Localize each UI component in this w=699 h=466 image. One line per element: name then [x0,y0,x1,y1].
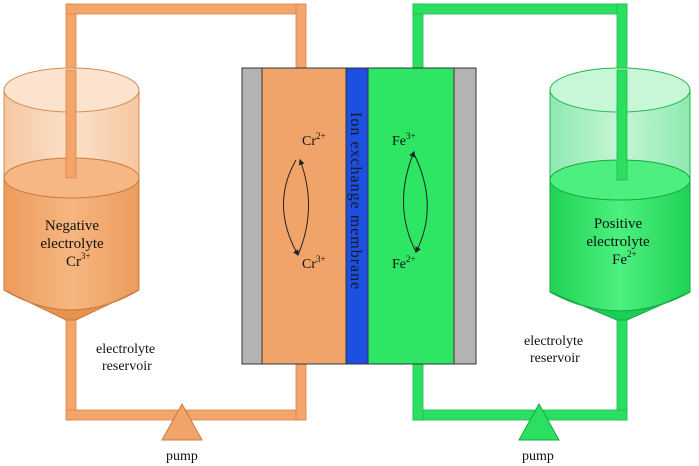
membrane-label: Ion exchange membrane [347,112,364,290]
negative-electrolyte-tank [3,67,140,321]
cr-bottom-ion: Cr3+ [302,254,326,272]
cell-stack [241,67,477,365]
cr-reduction-arrow [283,159,299,257]
left-reservoir-line2: reservoir [102,359,152,374]
left-tank-line1: Negative [45,218,99,234]
fe-reduction-arrow [412,151,428,254]
positive-half-cell [367,67,455,365]
cr-oxidation-arrow [297,158,309,256]
left-tank-ion: Cr3+ [66,251,91,270]
fe-bottom-ion: Fe2+ [392,254,416,272]
fe-top-ion: Fe3+ [392,131,416,149]
fe-oxidation-arrow [403,150,417,253]
negative-electrode [241,67,263,365]
negative-half-cell [261,67,347,365]
left-tank-line2: electrolyte [40,236,104,252]
right-tank-ion: Fe2+ [612,249,637,268]
right-pump-label: pump [522,449,554,464]
positive-electrode [453,67,477,365]
cr-top-ion: Cr2+ [302,131,326,149]
right-tank-line2: electrolyte [586,234,650,250]
left-pump-icon [161,402,203,441]
right-reservoir-line1: electrolyte [524,334,583,349]
left-pump-label: pump [166,449,198,464]
positive-electrolyte-tank [549,67,691,321]
right-reservoir-line2: reservoir [530,351,580,366]
reaction-arrows [283,150,428,257]
left-reservoir-line1: electrolyte [96,342,155,357]
right-tank-line1: Positive [594,216,643,232]
right-pump-icon [518,402,560,441]
